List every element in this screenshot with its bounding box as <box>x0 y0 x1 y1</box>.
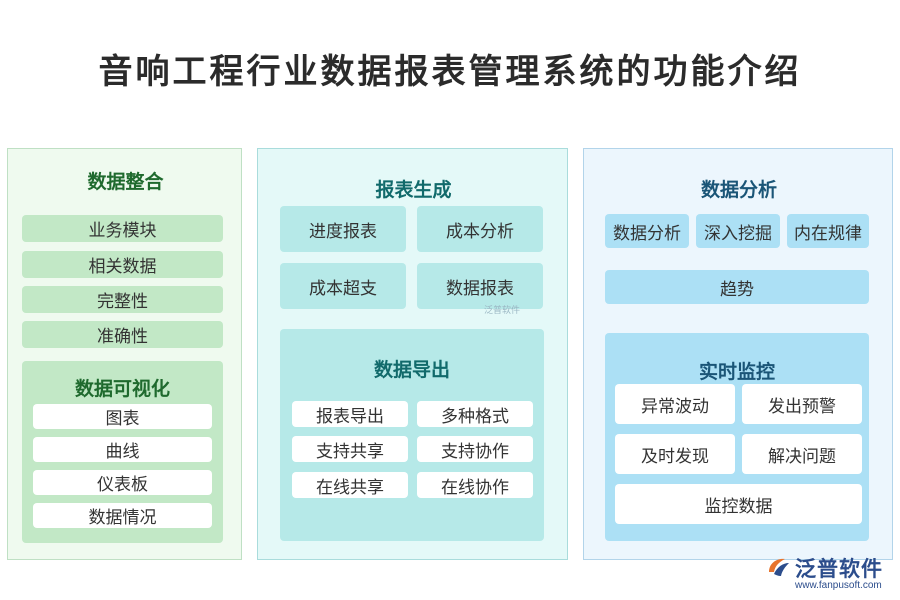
item-monitor-data: 监控数据 <box>615 484 862 524</box>
page-title: 音响工程行业数据报表管理系统的功能介绍 <box>98 52 802 92</box>
item-report-export: 报表导出 <box>292 401 408 427</box>
item-data-status: 数据情况 <box>33 503 212 528</box>
logo-url: www.fanpusoft.com <box>795 580 882 591</box>
item-inner-laws: 内在规律 <box>787 214 869 248</box>
item-cost-analysis: 成本分析 <box>417 206 543 252</box>
report-generation-panel: 报表生成 进度报表 成本分析 成本超支 数据报表 数据导出 报表导出 多种格式 … <box>257 148 568 560</box>
item-trend: 趋势 <box>605 270 869 304</box>
item-related-data: 相关数据 <box>22 251 223 278</box>
item-multiple-formats: 多种格式 <box>417 401 533 427</box>
item-data-analysis: 数据分析 <box>605 214 689 248</box>
logo-name: 泛普软件 <box>795 557 883 581</box>
fanpu-logo-icon <box>769 558 789 576</box>
item-accuracy: 准确性 <box>22 321 223 348</box>
watermark: 泛普软件 <box>484 306 521 316</box>
item-support-sharing: 支持共享 <box>292 436 408 462</box>
realtime-monitoring-group: 实时监控 异常波动 发出预警 及时发现 解决问题 监控数据 <box>605 333 869 541</box>
group-title: 数据导出 <box>373 359 450 381</box>
item-issue-warning: 发出预警 <box>742 384 862 424</box>
data-integration-panel: 数据整合 业务模块 相关数据 完整性 准确性 数据可视化 图表 曲线 仪表板 数… <box>7 148 242 560</box>
item-dashboard: 仪表板 <box>33 470 212 495</box>
item-curve: 曲线 <box>33 437 212 462</box>
data-export-group: 数据导出 报表导出 多种格式 支持共享 支持协作 在线共享 在线协作 <box>280 329 544 541</box>
item-cost-overrun: 成本超支 <box>280 263 406 309</box>
item-chart: 图表 <box>33 404 212 429</box>
fanpu-logo: 泛普软件 www.fanpusoft.com <box>765 551 890 597</box>
item-business-module: 业务模块 <box>22 215 223 242</box>
item-completeness: 完整性 <box>22 286 223 313</box>
item-online-sharing: 在线共享 <box>292 472 408 498</box>
data-visualization-group: 数据可视化 图表 曲线 仪表板 数据情况 <box>22 361 223 543</box>
item-online-collaboration: 在线协作 <box>417 472 533 498</box>
item-data-report: 数据报表 <box>417 263 543 309</box>
data-analysis-panel: 数据分析 数据分析 深入挖掘 内在规律 趋势 实时监控 异常波动 发出预警 及时… <box>583 148 893 560</box>
item-solve-problems: 解决问题 <box>742 434 862 474</box>
item-support-collaboration: 支持协作 <box>417 436 533 462</box>
item-progress-report: 进度报表 <box>280 206 406 252</box>
item-deep-mining: 深入挖掘 <box>696 214 780 248</box>
item-abnormal-fluctuation: 异常波动 <box>615 384 735 424</box>
item-timely-discovery: 及时发现 <box>615 434 735 474</box>
panel-title: 报表生成 <box>375 179 452 201</box>
panel-title: 数据分析 <box>700 179 777 201</box>
panel-title: 数据整合 <box>87 171 164 193</box>
group-title: 数据可视化 <box>74 378 170 400</box>
group-title: 实时监控 <box>698 361 775 383</box>
